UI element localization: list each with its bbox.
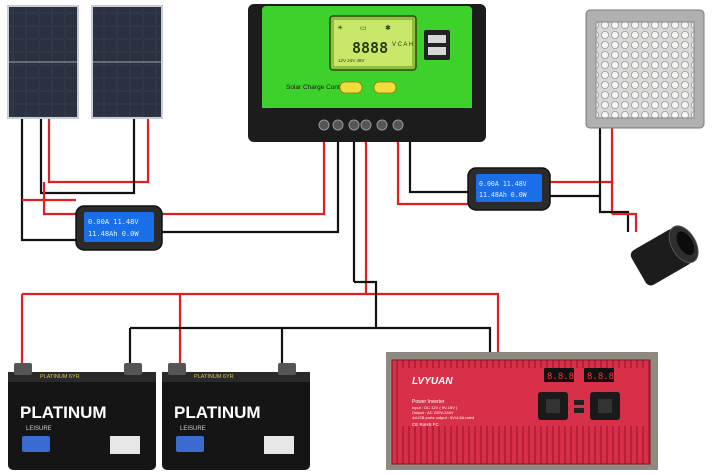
inverter-spec-2: Output : AC 220V-240V: [412, 410, 454, 415]
charge-controller: 8888 V C A H 12V 24V 48V ☀ ▭ ✱ Solar Cha…: [248, 4, 486, 142]
battery-1-top-label: PLATINUM 6YR: [40, 374, 80, 380]
battery-terminal-pos: [168, 363, 186, 375]
controller-button-2: [373, 81, 397, 94]
panel-meter-red-a: [42, 182, 76, 216]
inverter-spec-3: 4xUSB ports output : 5V/4.8A rated: [412, 415, 474, 420]
usb-port-1: [574, 400, 584, 405]
panel-left-red-wire: [47, 118, 150, 184]
battery-1: PLATINUM 6YR PLATINUM LEISURE: [8, 363, 156, 470]
usb-port-2: [574, 408, 584, 413]
battery-1-sticker: [110, 436, 140, 454]
controller-label: Solar Charge Controller: [286, 84, 355, 91]
meter1-line2: 11.48Ah 0.0W: [88, 230, 139, 238]
controller-terminals: [318, 119, 404, 131]
cigarette-lighter-socket: [630, 225, 699, 286]
battery-icon: ▭: [360, 25, 367, 32]
inverter-display-left: [544, 368, 574, 382]
battery-terminal-pos: [14, 363, 32, 375]
inverter-cert-icons: CE RoHS FC: [412, 422, 440, 427]
solar-panel-right: [91, 5, 163, 119]
sun-icon: ☀: [337, 24, 343, 32]
meter1-to-controller-black: [160, 140, 340, 234]
lcd-bottom: 12V 24V 48V: [338, 58, 365, 63]
battery-2-logo: [176, 436, 204, 452]
inverter-spec-title: Power Inverter: [412, 399, 445, 405]
controller-button-1: [339, 81, 363, 94]
battery-1-logo: [22, 436, 50, 452]
power-inverter: LVYUAN Power Inverter Input : DC 12V ( 9…: [386, 352, 658, 470]
battery-2-sticker: [264, 436, 294, 454]
inverter-spec-1: Input : DC 12V ( 9V-15V ): [412, 405, 458, 410]
meter2-line1: 0.00A 11.48V: [479, 180, 527, 188]
lcd-units: V C A H: [392, 42, 413, 48]
solar-panel-left: [7, 5, 79, 119]
battery-2-brand: PLATINUM: [174, 403, 261, 422]
inverter-display-right: [584, 368, 614, 382]
battery-2-sub: LEISURE: [180, 426, 206, 432]
panel-right-black-wire: [39, 118, 136, 195]
meter2-line2: 11.48Ah 0.0W: [479, 191, 527, 199]
battery-1-brand: PLATINUM: [20, 403, 107, 422]
battery-terminal-neg: [124, 363, 142, 375]
meter1-to-controller-red: [160, 140, 326, 216]
bulb-icon: ✱: [385, 24, 391, 32]
controller-load-red: [396, 140, 470, 206]
meter-lcd: [84, 212, 154, 242]
inverter-display-right-text: 8.8.8: [587, 372, 614, 382]
battery-black-bus-top: [354, 280, 378, 328]
socket-red: [612, 212, 638, 232]
led-flood-light: [585, 9, 705, 129]
inverter-brand: LVYUAN: [412, 376, 453, 387]
usb-ports: [424, 30, 450, 60]
panel-left-black-wire: [20, 118, 80, 242]
socket-black: [598, 196, 630, 232]
inverter-display-left-text: 8.8.8: [547, 372, 574, 382]
panel-watt-meter: 0.00A 11.48V 11.48Ah 0.0W: [75, 205, 163, 251]
battery-2: PLATINUM 6YR PLATINUM LEISURE: [162, 363, 310, 470]
battery-1-sub: LEISURE: [26, 426, 52, 432]
meter2-to-light-black: [548, 128, 602, 198]
battery-2-top-label: PLATINUM 6YR: [194, 374, 234, 380]
meter1-line1: 0.00A 11.48V: [88, 218, 139, 226]
load-watt-meter: 0.00A 11.48V 11.48Ah 0.0W: [467, 167, 551, 211]
battery-black-bus: [130, 326, 492, 360]
battery-terminal-neg: [278, 363, 296, 375]
lcd-digits: 8888: [352, 39, 388, 57]
controller-load-black: [408, 140, 470, 194]
meter2-to-light-red: [548, 128, 614, 184]
